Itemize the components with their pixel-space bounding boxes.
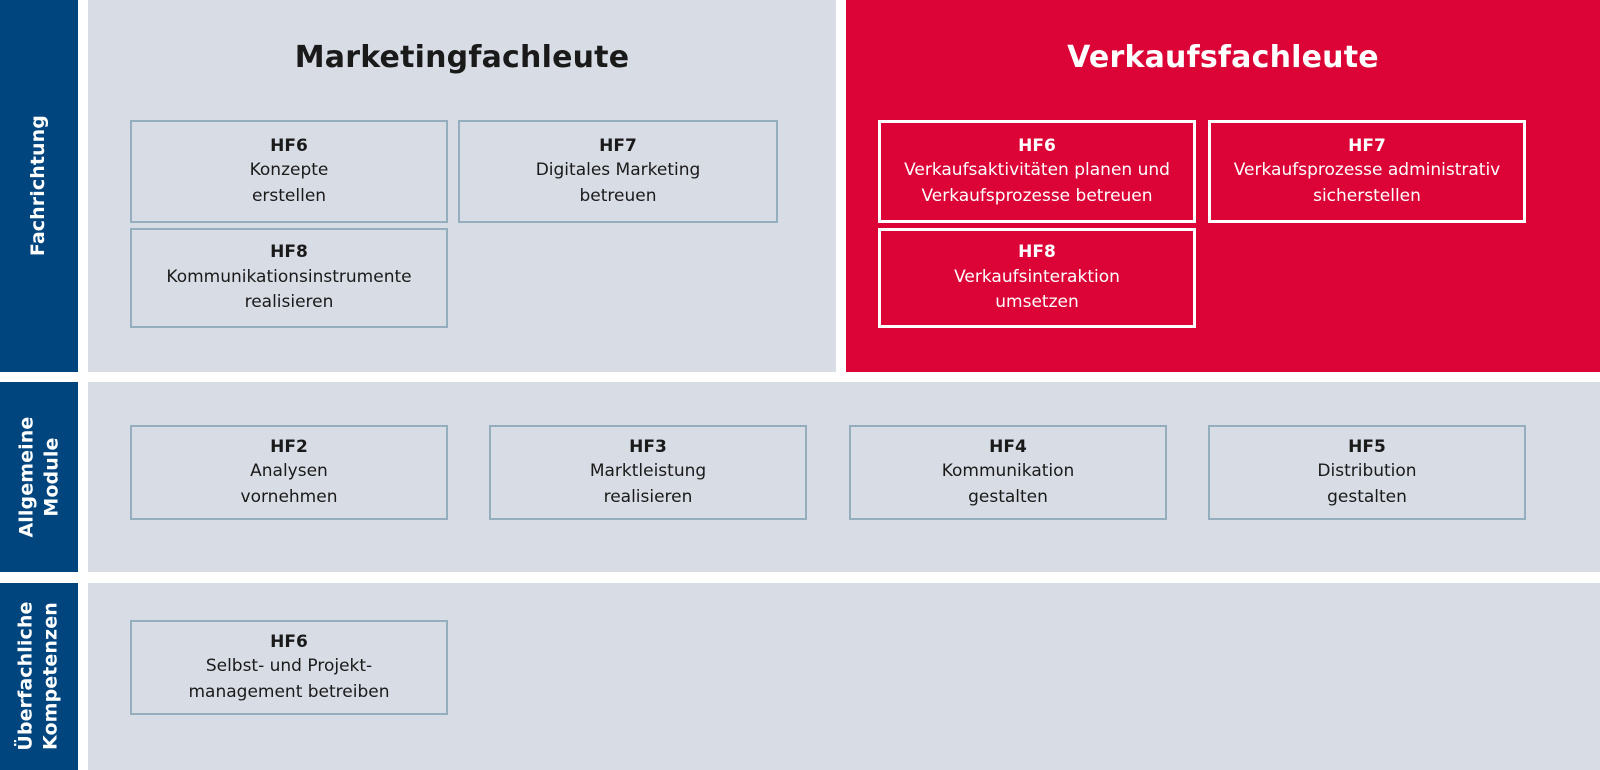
module-desc-line2: erstellen [251, 185, 327, 206]
module-box-allgemeine-hf4[interactable]: HF4 Kommunikation gestalten [849, 425, 1167, 520]
module-desc-line2: management betreiben [188, 681, 390, 702]
module-box-allgemeine-hf3[interactable]: HF3 Marktleistung realisieren [489, 425, 807, 520]
module-desc-line2: sicherstellen [1313, 185, 1421, 206]
sidebar-label-ueberfachliche-line1: Überfachliche [14, 601, 37, 752]
panel-title-marketingfachleute: Marketingfachleute [294, 40, 630, 75]
module-desc-line1: Verkaufsinteraktion [954, 266, 1120, 287]
sidebar-label-fachrichtung-line1: Fachrichtung [27, 115, 50, 257]
module-box-marketing-hf6[interactable]: HF6 Konzepte erstellen [130, 120, 448, 223]
module-desc-line2: Verkaufsprozesse betreuen [921, 185, 1153, 206]
sidebar-label-allgemeine-line1: Allgemeine [14, 416, 37, 538]
module-code: HF7 [1348, 135, 1386, 156]
module-code: HF3 [629, 436, 667, 457]
module-code: HF2 [270, 436, 308, 457]
module-desc-line2: umsetzen [995, 292, 1079, 313]
panel-title-verkaufsfachleute: Verkaufsfachleute [1067, 40, 1379, 75]
module-box-verkauf-hf7[interactable]: HF7 Verkaufsprozesse administrativ siche… [1208, 120, 1526, 223]
module-code: HF7 [599, 135, 637, 156]
sidebar-label-ueberfachliche-kompetenzen: Überfachliche Kompetenzen [14, 602, 64, 751]
sidebar-label-allgemeine-module: Allgemeine Module [14, 417, 64, 538]
module-desc-line2: gestalten [968, 486, 1048, 507]
module-desc-line2: betreuen [579, 185, 657, 206]
module-desc-line1: Verkaufsprozesse administrativ [1233, 160, 1501, 181]
module-desc-line2: realisieren [603, 486, 693, 507]
module-desc-line2: vornehmen [240, 486, 338, 507]
module-box-ueberfachliche-hf6[interactable]: HF6 Selbst- und Projekt- management betr… [130, 620, 448, 715]
module-code: HF4 [989, 436, 1027, 457]
sidebar-item-ueberfachliche-kompetenzen: Überfachliche Kompetenzen [0, 583, 78, 770]
module-desc-line2: gestalten [1327, 486, 1407, 507]
module-desc-line1: Kommunikation [941, 461, 1075, 482]
module-box-verkauf-hf8[interactable]: HF8 Verkaufsinteraktion umsetzen [878, 228, 1196, 328]
module-code: HF8 [1018, 242, 1056, 263]
module-desc-line1: Digitales Marketing [535, 160, 701, 181]
module-desc-line1: Selbst- und Projekt- [205, 656, 373, 677]
module-code: HF5 [1348, 436, 1386, 457]
module-box-allgemeine-hf2[interactable]: HF2 Analysen vornehmen [130, 425, 448, 520]
module-code: HF8 [270, 242, 308, 263]
module-desc-line1: Marktleistung [589, 461, 707, 482]
sidebar-label-allgemeine-line2: Module [40, 437, 63, 517]
module-desc-line2: realisieren [244, 292, 334, 313]
module-code: HF6 [270, 135, 308, 156]
sidebar-label-ueberfachliche-line2: Kompetenzen [40, 602, 63, 751]
module-box-allgemeine-hf5[interactable]: HF5 Distribution gestalten [1208, 425, 1526, 520]
module-box-marketing-hf7[interactable]: HF7 Digitales Marketing betreuen [458, 120, 778, 223]
module-box-verkauf-hf6[interactable]: HF6 Verkaufsaktivitäten planen und Verka… [878, 120, 1196, 223]
sidebar-item-fachrichtung: Fachrichtung [0, 0, 78, 372]
module-desc-line1: Konzepte [249, 160, 329, 181]
module-desc-line1: Analysen [250, 461, 328, 482]
module-desc-line1: Kommunikationsinstrumente [166, 266, 412, 287]
sidebar-item-allgemeine-module: Allgemeine Module [0, 382, 78, 572]
sidebar-label-fachrichtung: Fachrichtung [26, 115, 51, 256]
module-code: HF6 [1018, 135, 1056, 156]
module-box-marketing-hf8[interactable]: HF8 Kommunikationsinstrumente realisiere… [130, 228, 448, 328]
module-code: HF6 [270, 631, 308, 652]
module-desc-line1: Distribution [1317, 461, 1417, 482]
module-desc-line1: Verkaufsaktivitäten planen und [904, 160, 1170, 181]
